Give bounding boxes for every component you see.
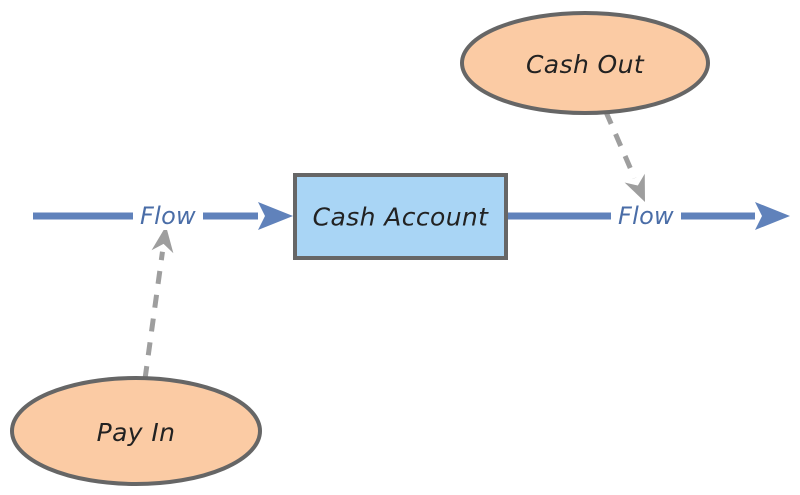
pay-in-label: Pay In	[97, 418, 176, 447]
flow-out-label: Flow	[618, 202, 674, 230]
flow-in-arrowhead	[258, 202, 293, 230]
flow-in-label-group[interactable]: Flow	[133, 202, 203, 230]
node-pay-in[interactable]: Pay In	[10, 376, 262, 486]
cash-account-label: Cash Account	[313, 203, 490, 232]
cash-out-label: Cash Out	[526, 50, 645, 79]
cash-out-connector-line	[603, 111, 637, 180]
cash-out-ellipse	[460, 11, 710, 115]
node-cash-out[interactable]: Cash Out	[460, 11, 710, 115]
pay-in-connector-arrowhead	[151, 226, 174, 254]
node-cash-account[interactable]: Cash Account	[293, 173, 508, 260]
flow-out-label-backdrop	[611, 202, 681, 230]
flow-in-label-backdrop	[133, 202, 203, 230]
pay-in-connector[interactable]	[142, 226, 174, 380]
pay-in-ellipse	[10, 376, 262, 486]
cash-out-connector[interactable]	[603, 111, 645, 202]
cash-account-box	[293, 173, 508, 260]
pay-in-connector-line	[142, 251, 165, 380]
flow-out-arrowhead	[755, 202, 790, 230]
flow-out-label-group[interactable]: Flow	[611, 202, 681, 230]
cash-out-connector-arrowhead	[624, 173, 645, 202]
flow-in-label: Flow	[140, 202, 196, 230]
